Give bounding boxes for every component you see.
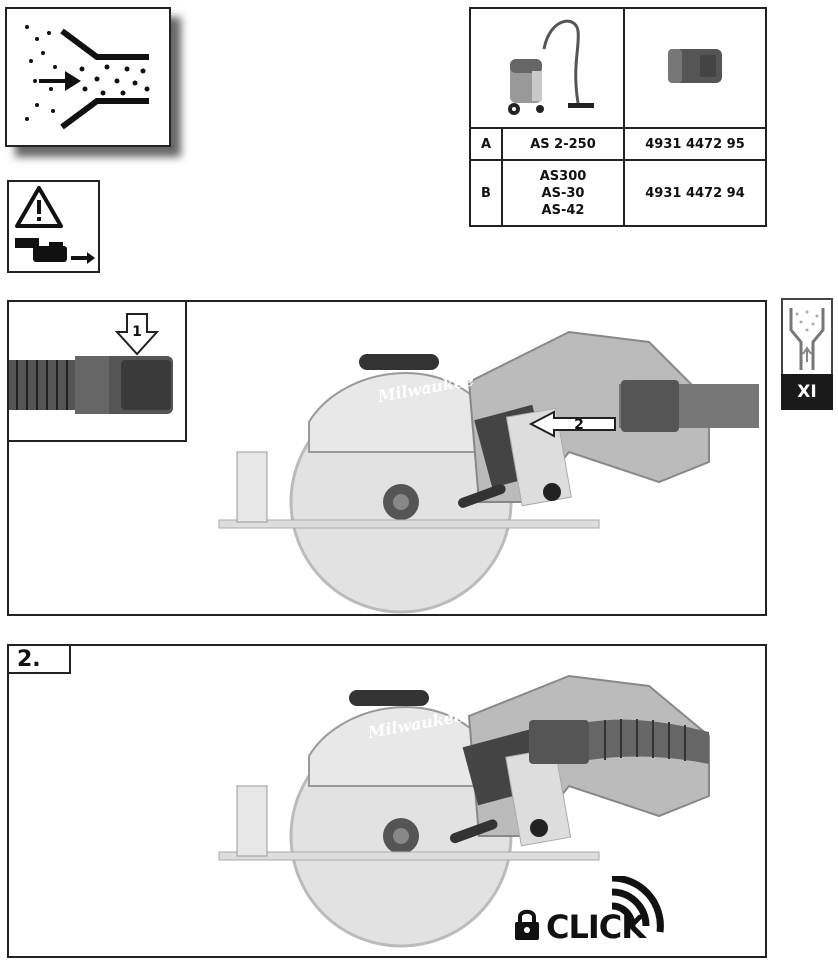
- dust-extraction-small-icon: [781, 298, 833, 376]
- lock-icon: [515, 909, 539, 940]
- row-a-part-number: 4931 4472 95: [623, 127, 767, 161]
- row-a-letter: A: [469, 127, 503, 161]
- accessory-table: A AS 2-250 4931 4472 95 B AS300 AS-30 AS…: [469, 7, 767, 227]
- row-b-letter: B: [469, 159, 503, 227]
- callout-1: 1: [132, 324, 142, 340]
- section-tab: XI: [781, 298, 833, 410]
- saw-brand-logo-2: Milwaukee: [365, 706, 465, 742]
- step-1-hose-inset: 1: [7, 300, 187, 442]
- vacuum-cleaner-icon: [508, 19, 594, 115]
- row-b-model-2: AS-30: [541, 185, 585, 201]
- callout-2: 2: [574, 417, 584, 433]
- section-tab-label: XI: [781, 374, 833, 410]
- adapter-image-cell: [623, 7, 767, 129]
- sound-waves-icon: [611, 876, 664, 933]
- step-2-number: 2.: [9, 646, 71, 674]
- warning-battery-remove-icon: [15, 186, 95, 264]
- hose-adapter-icon: [668, 49, 722, 83]
- row-b-models: AS300 AS-30 AS-42: [501, 159, 625, 227]
- row-b-model-1: AS300: [539, 168, 587, 184]
- saw-brand-logo: Milwaukee: [375, 370, 475, 406]
- warning-battery-remove-box: [7, 180, 100, 273]
- row-b-part-number: 4931 4472 94: [623, 159, 767, 227]
- dust-extraction-icon: [25, 25, 150, 130]
- vacuum-image-cell: [469, 7, 625, 129]
- step-1-panel: 1. 1: [7, 300, 767, 616]
- dust-extraction-icon-box: [5, 7, 171, 147]
- row-a-model: AS 2-250: [501, 127, 625, 161]
- row-b-model-3: AS-42: [541, 202, 585, 218]
